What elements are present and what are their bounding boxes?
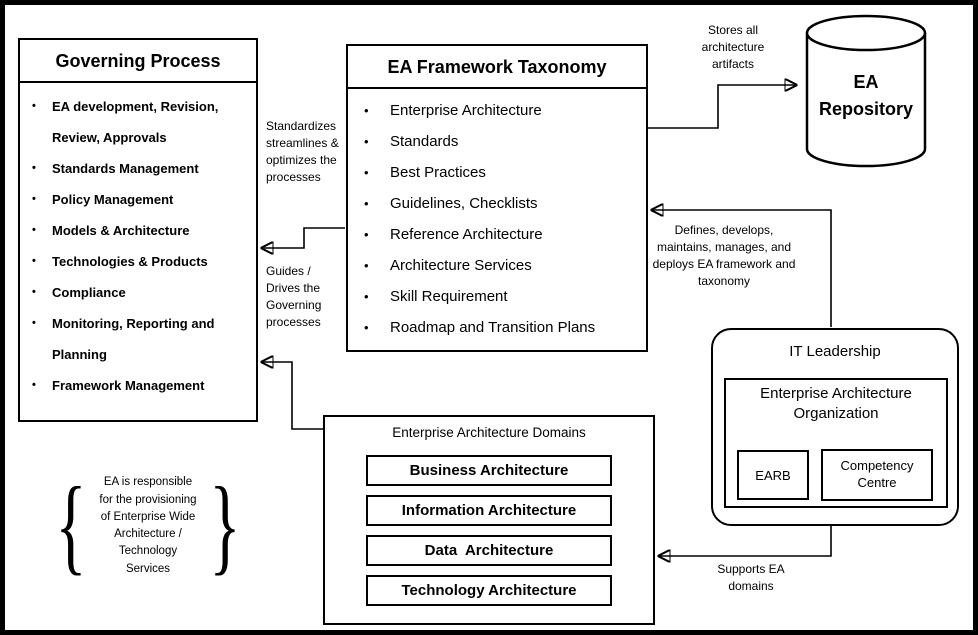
list-item: • Framework Management	[32, 370, 252, 401]
domain-item-data: Data Architecture	[366, 535, 612, 566]
list-item: • Monitoring, Reporting and Planning	[32, 308, 252, 370]
list-item-text: Models & Architecture	[52, 223, 190, 238]
list-item: • Skill Requirement	[364, 281, 642, 312]
bullet-icon: •	[32, 317, 36, 329]
bullet-icon: •	[364, 165, 369, 180]
bullet-icon: •	[364, 196, 369, 211]
list-item: • Compliance	[32, 277, 252, 308]
list-item-text: Policy Management	[52, 192, 174, 207]
domains-title: Enterprise Architecture Domains	[392, 425, 586, 440]
list-item-text: Best Practices	[390, 164, 486, 181]
supports-annotation: Supports EA domains	[717, 562, 785, 594]
defines-annotation: Defines, develops, maintains, manages, a…	[652, 223, 796, 289]
list-item: • Models & Architecture	[32, 215, 252, 246]
list-item-text: Enterprise Architecture	[390, 102, 542, 119]
arrow-domains-to-governing	[262, 362, 323, 430]
domain-item-business: Business Architecture	[366, 455, 612, 486]
ea-organization-box: Enterprise Architecture Organization EAR…	[724, 378, 948, 508]
bullet-icon: •	[364, 320, 369, 335]
governing-process-list: • EA development, Revision, Review, Appro…	[20, 91, 256, 401]
bullet-icon: •	[364, 103, 369, 118]
ea-repository: EA Repository	[804, 11, 928, 171]
list-item: • Best Practices	[364, 157, 642, 188]
list-item-text: Monitoring, Reporting and Planning	[52, 316, 215, 362]
domains-box: Enterprise Architecture Domains Business…	[323, 415, 655, 625]
ea-organization-title: Enterprise Architecture Organization	[760, 385, 912, 422]
list-item: • Technologies & Products	[32, 246, 252, 277]
list-item-text: Architecture Services	[390, 257, 532, 274]
arrow-leadership-to-domains	[659, 525, 832, 556]
repository-label: EA Repository	[818, 72, 914, 119]
earb-box: EARB	[737, 450, 809, 500]
taxonomy-box: EA Framework Taxonomy • Enterprise Archit…	[346, 44, 648, 352]
list-item-text: Framework Management	[52, 378, 205, 393]
bullet-icon: •	[32, 255, 36, 267]
taxonomy-title: EA Framework Taxonomy	[348, 46, 646, 89]
bullet-icon: •	[32, 193, 36, 205]
bullet-icon: •	[32, 100, 36, 112]
bullet-icon: •	[364, 289, 369, 304]
right-brace-icon: }	[209, 466, 241, 585]
bullet-icon: •	[32, 162, 36, 174]
taxonomy-list: • Enterprise Architecture • Standards • Bes…	[348, 95, 646, 343]
left-brace-icon: {	[55, 466, 87, 585]
list-item-text: Standards	[390, 133, 459, 150]
domain-items: Business Architecture Information Archit…	[325, 455, 653, 606]
bullet-icon: •	[32, 286, 36, 298]
list-item-text: Reference Architecture	[390, 226, 543, 243]
list-item-text: Standards Management	[52, 161, 199, 176]
arrow-taxonomy-to-governing	[262, 227, 345, 248]
bullet-icon: •	[32, 224, 36, 236]
list-item: • Architecture Services	[364, 250, 642, 281]
bullet-icon: •	[32, 379, 36, 391]
list-item-text: Technologies & Products	[52, 254, 208, 269]
list-item: • Enterprise Architecture	[364, 95, 642, 126]
list-item: • Standards Management	[32, 153, 252, 184]
responsibility-text: EA is responsible for the provisioning o…	[99, 476, 197, 575]
list-item-text: EA development, Revision, Review, Approv…	[52, 99, 219, 145]
bullet-icon: •	[364, 227, 369, 242]
it-leadership-title: IT Leadership	[789, 343, 881, 360]
domain-item-information: Information Architecture	[366, 495, 612, 526]
governing-process-box: Governing Process • EA development, Revis…	[18, 38, 258, 422]
list-item: • Policy Management	[32, 184, 252, 215]
repository-cylinder-icon	[805, 14, 927, 168]
list-item-text: Guidelines, Checklists	[390, 195, 538, 212]
list-item: • Standards	[364, 126, 642, 157]
list-item-text: Compliance	[52, 285, 126, 300]
bullet-icon: •	[364, 258, 369, 273]
list-item: • Roadmap and Transition Plans	[364, 312, 642, 343]
domain-item-technology: Technology Architecture	[366, 575, 612, 606]
it-leadership-box: IT Leadership Enterprise Architecture Or…	[711, 328, 959, 526]
responsibility-note: { EA is responsible for the provisioning…	[45, 457, 251, 595]
bullet-icon: •	[364, 134, 369, 149]
list-item: • EA development, Revision, Review, Appro…	[32, 91, 252, 153]
competency-centre-box: Competency Centre	[821, 449, 933, 501]
list-item-text: Skill Requirement	[390, 288, 508, 305]
list-item-text: Roadmap and Transition Plans	[390, 319, 596, 336]
standardizes-annotation: Standardizes streamlines & optimizes the…	[266, 119, 339, 185]
list-item: • Guidelines, Checklists	[364, 188, 642, 219]
arrow-taxonomy-to-repository	[645, 85, 796, 129]
governing-process-title: Governing Process	[20, 40, 256, 83]
stores-annotation: Stores all architecture artifacts	[701, 23, 765, 72]
list-item: • Reference Architecture	[364, 219, 642, 250]
guides-annotation: Guides / Drives the Governing processes	[266, 264, 322, 330]
